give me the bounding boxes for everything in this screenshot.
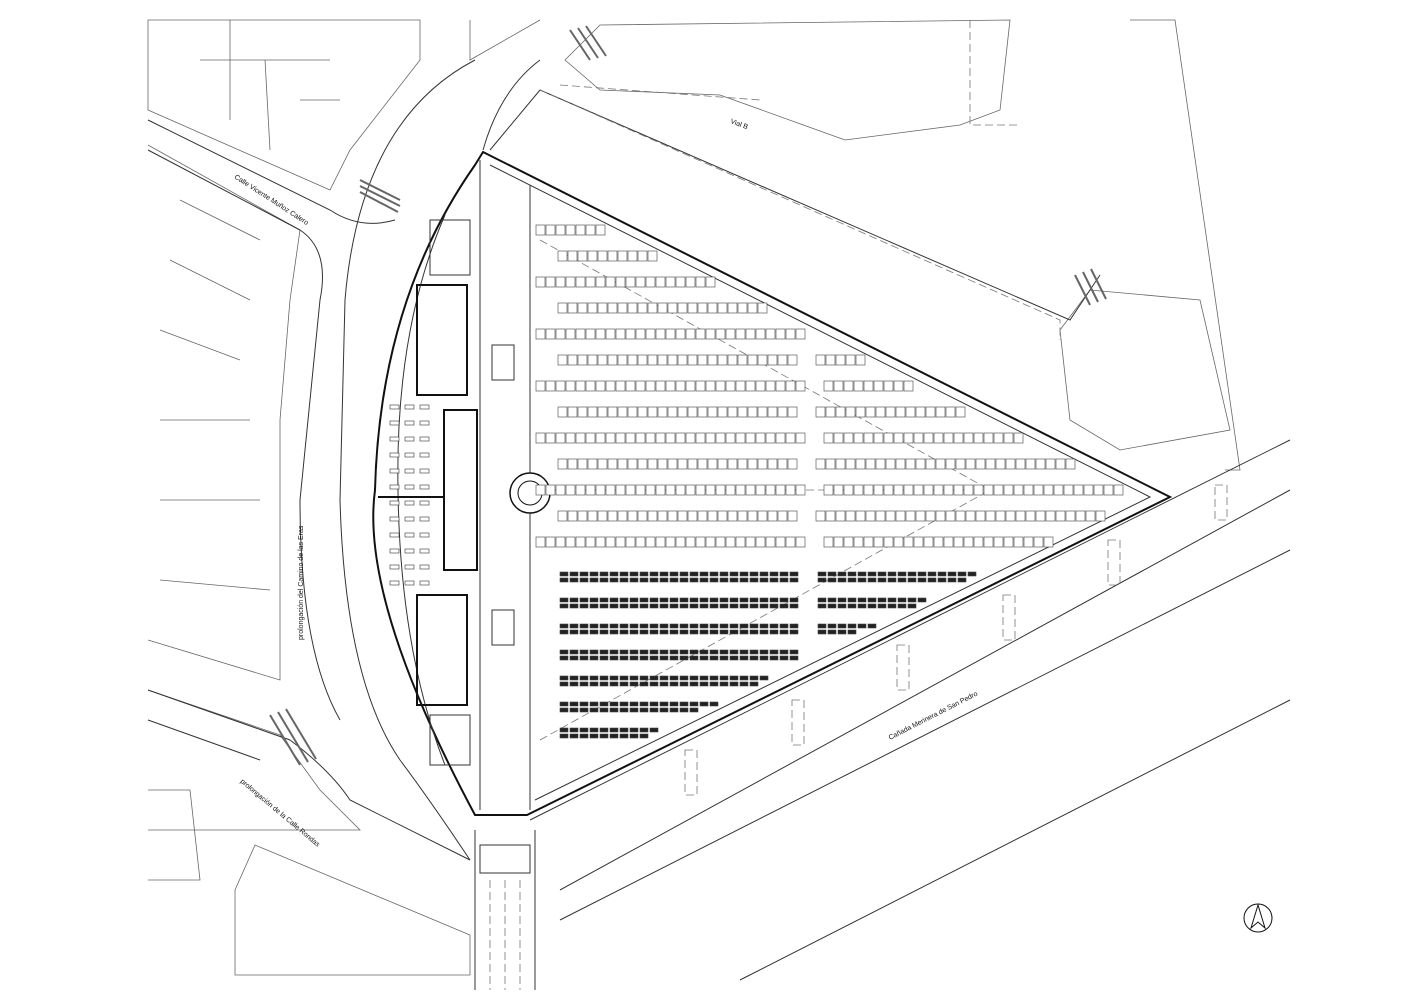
table — [419, 484, 430, 490]
parking-rows — [535, 224, 1124, 739]
table — [404, 484, 415, 490]
tables — [389, 404, 430, 586]
table — [419, 516, 430, 522]
car-row — [559, 733, 649, 739]
parking-row — [557, 458, 1076, 470]
parking-row — [535, 484, 1124, 496]
table — [389, 532, 400, 538]
table — [404, 468, 415, 474]
car-row — [559, 577, 967, 583]
table — [419, 564, 430, 570]
parking-row — [557, 302, 768, 314]
parking-row — [535, 380, 914, 392]
car-row — [559, 603, 917, 609]
street-label-camino-eras: prolongación del Camino de las Eras — [298, 525, 305, 640]
city-blocks — [147, 19, 1241, 976]
car-row — [559, 707, 699, 713]
table — [404, 404, 415, 410]
table — [389, 500, 400, 506]
street-label-vial-b: Vial B — [729, 118, 749, 131]
table — [389, 452, 400, 458]
building-outline — [372, 150, 1173, 816]
table — [404, 500, 415, 506]
car-row — [559, 701, 719, 707]
table — [419, 436, 430, 442]
table — [404, 564, 415, 570]
table — [404, 516, 415, 522]
street-label-calle-rondas: prolongación de la Calle Rondas — [239, 778, 321, 849]
table — [389, 516, 400, 522]
parking-row — [535, 224, 606, 236]
car-row — [559, 655, 799, 661]
table — [419, 420, 430, 426]
parking-row — [557, 406, 966, 418]
table — [389, 580, 400, 586]
table — [389, 484, 400, 490]
car-row — [559, 597, 927, 603]
parking-row — [535, 328, 806, 340]
table — [404, 452, 415, 458]
parking-row — [535, 536, 1054, 548]
table — [419, 468, 430, 474]
car-row — [559, 623, 877, 629]
parking-row — [557, 354, 866, 366]
parking-row — [557, 510, 1106, 522]
table — [419, 532, 430, 538]
table — [404, 420, 415, 426]
car-row — [559, 571, 977, 577]
table — [419, 580, 430, 586]
car-row — [559, 629, 857, 635]
table — [389, 548, 400, 554]
table — [389, 420, 400, 426]
table — [389, 404, 400, 410]
car-row — [559, 675, 769, 681]
parking-row — [535, 276, 716, 288]
table — [419, 548, 430, 554]
table — [404, 532, 415, 538]
parking-row — [557, 250, 658, 262]
table — [419, 500, 430, 506]
car-row — [559, 681, 759, 687]
table — [404, 548, 415, 554]
table — [404, 580, 415, 586]
table — [419, 404, 430, 410]
table — [404, 436, 415, 442]
parking-row — [535, 432, 1024, 444]
table — [419, 452, 430, 458]
north-arrow-icon — [1243, 903, 1273, 933]
roads — [147, 25, 1291, 990]
table — [389, 436, 400, 442]
table — [389, 564, 400, 570]
car-row — [559, 727, 659, 733]
street-label-canada: Cañada Merinera de San Pedro — [888, 691, 979, 742]
table — [389, 468, 400, 474]
car-row — [559, 649, 799, 655]
